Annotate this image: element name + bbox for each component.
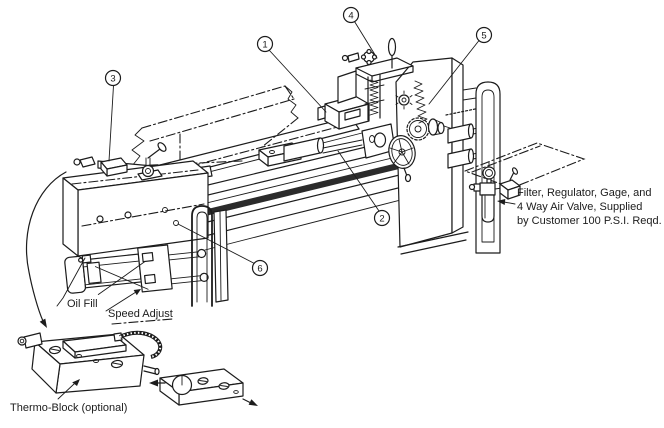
callout-5-number: 5	[481, 31, 486, 42]
air-note-line-1: Filter, Regulator, Gage, and	[517, 187, 652, 199]
filter-regulator-unit	[468, 161, 521, 223]
sheet-outline	[463, 142, 586, 189]
regulator-body	[479, 182, 496, 196]
callout-1: 1	[256, 35, 327, 113]
filter-bowl	[481, 194, 495, 223]
slide-spring-column	[337, 70, 385, 121]
air-cylinder-assembly	[64, 244, 209, 295]
thermo-block-label: Thermo-Block (optional)	[10, 402, 127, 414]
speed-adjust-block	[137, 244, 173, 293]
callouts: 1 2 3 4 5 6	[104, 6, 493, 277]
heater-cable	[113, 330, 163, 359]
pressure-gauge	[482, 166, 496, 180]
left-head-assembly	[62, 142, 229, 307]
callout-4: 4	[342, 6, 378, 59]
slide-direction-arrows	[149, 379, 258, 406]
handwheel	[388, 135, 416, 183]
callout-3-number: 3	[110, 74, 115, 85]
side-pin	[143, 365, 160, 376]
callout-6-number: 6	[257, 264, 262, 275]
drive-shaft	[283, 123, 396, 162]
callout-1-number: 1	[262, 40, 267, 51]
thermo-block-screws	[48, 345, 124, 369]
callout-6: 6	[177, 223, 269, 277]
label-speed-adjust: Speed Adjust	[105, 289, 173, 320]
lever-handle	[387, 37, 397, 57]
speed-adjust-label: Speed Adjust	[108, 308, 173, 320]
label-thermo-block: Thermo-Block (optional)	[10, 379, 127, 414]
guide-bar	[191, 205, 229, 307]
callout-2-number: 2	[379, 214, 384, 225]
oil-fill-fitting	[81, 254, 92, 264]
thermo-block-location-arrow	[25, 171, 67, 328]
thermo-block-detail	[17, 318, 258, 406]
label-oil-fill: Oil Fill	[56, 257, 98, 310]
right-head-assembly	[317, 37, 501, 255]
callout-4-number: 4	[348, 11, 353, 22]
callout-3: 3	[104, 69, 122, 162]
text-labels: Oil Fill Speed Adjust Thermo-Block (opti…	[10, 187, 662, 414]
mating-block	[159, 368, 244, 406]
callout-5: 5	[428, 26, 493, 105]
label-air-supply-note: Filter, Regulator, Gage, and 4 Way Air V…	[497, 187, 662, 227]
left-connector	[17, 332, 43, 349]
top-fitting	[73, 156, 96, 168]
gear-train	[395, 80, 481, 141]
top-clamp-platform	[341, 37, 414, 83]
air-note-line-2: 4 Way Air Valve, Supplied	[517, 201, 642, 213]
clamp-knob	[137, 142, 167, 181]
callout-2: 2	[337, 150, 391, 227]
cone-pulley	[427, 118, 439, 136]
air-note-line-3: by Customer 100 P.S.I. Reqd.	[517, 215, 662, 227]
top-block	[100, 157, 128, 177]
oil-fill-label: Oil Fill	[67, 298, 98, 310]
four-way-valve	[499, 167, 521, 200]
